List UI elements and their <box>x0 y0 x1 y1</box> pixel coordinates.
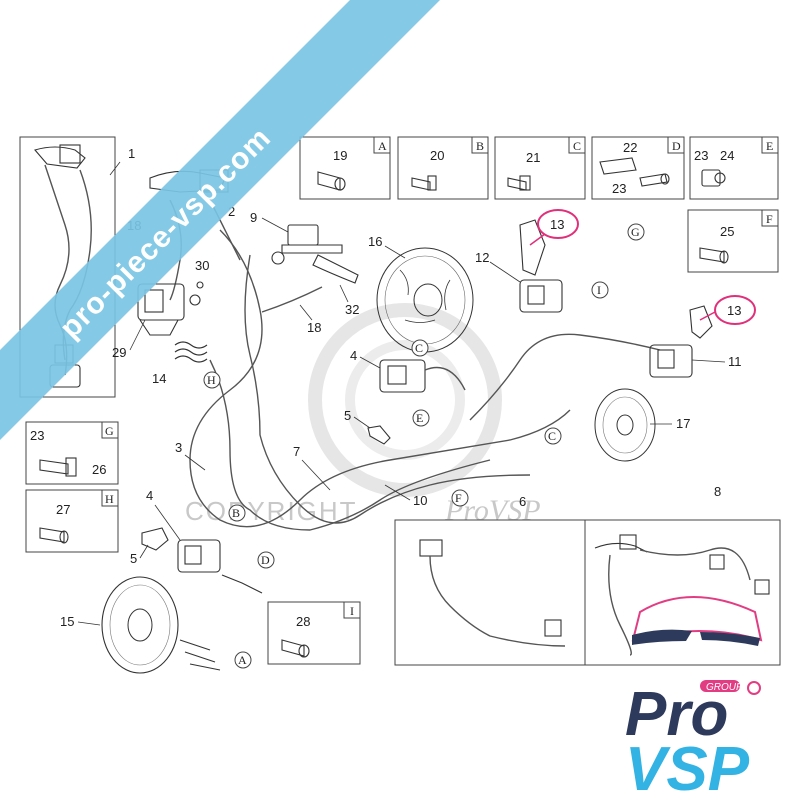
box-c: C 21 <box>494 136 586 200</box>
disc-17 <box>594 388 656 462</box>
part-22-label: 22 <box>623 140 637 155</box>
callout-letter-g: G <box>631 225 640 239</box>
callout-3: 3 <box>175 440 182 455</box>
part-23-label-e: 23 <box>694 148 708 163</box>
callout-5-upper: 5 <box>344 408 351 423</box>
callout-5-lower: 5 <box>130 551 137 566</box>
part-27-label: 27 <box>56 502 70 517</box>
part-19-label: 19 <box>333 148 347 163</box>
part-24-label: 24 <box>720 148 734 163</box>
callout-13-top: 13 <box>550 217 564 232</box>
bracket-5-upper <box>367 425 391 445</box>
caliper-12 <box>519 219 563 313</box>
callout-7: 7 <box>293 444 300 459</box>
callout-17: 17 <box>676 416 690 431</box>
box-g-letter: G <box>105 424 114 438</box>
callout-letter-f: F <box>455 491 462 505</box>
callout-letter-h: H <box>207 373 216 387</box>
callout-8: 8 <box>714 484 721 499</box>
box-f: F 25 <box>687 209 779 273</box>
box-c-letter: C <box>573 139 581 153</box>
number-callouts: 1 2 3 4 4 5 5 6 7 8 9 10 11 12 14 15 16 … <box>60 146 742 629</box>
callout-32: 32 <box>345 302 359 317</box>
bracket-5-lower <box>141 527 169 551</box>
box-i: I 28 <box>267 601 361 665</box>
caliper-4-upper <box>379 359 466 393</box>
callout-2: 2 <box>228 204 235 219</box>
box-d: D 22 23 <box>591 136 685 200</box>
box-h: H 27 <box>25 489 119 553</box>
letter-callouts: A B C C D E F G H I <box>203 223 645 669</box>
box-f-letter: F <box>766 212 773 226</box>
callout-6: 6 <box>519 494 526 509</box>
caliper-11 <box>649 305 713 378</box>
logo-pro: Pro <box>625 680 728 749</box>
watermark: COPYRIGHT ProVSP <box>185 303 541 527</box>
callout-letter-i: I <box>597 283 601 297</box>
callout-4-upper: 4 <box>350 348 357 363</box>
callout-12: 12 <box>475 250 489 265</box>
part-28-label: 28 <box>296 614 310 629</box>
box-e-letter: E <box>766 139 773 153</box>
brake-lines <box>189 229 661 531</box>
callout-letter-b: B <box>232 506 240 520</box>
part-26-label: 26 <box>92 462 106 477</box>
callout-9: 9 <box>250 210 257 225</box>
part-20-label: 20 <box>430 148 444 163</box>
assembly-6-frame <box>394 519 586 666</box>
springs-14 <box>174 341 208 363</box>
box-b: B 20 <box>397 136 489 200</box>
callout-30: 30 <box>195 258 209 273</box>
part-25-label: 25 <box>720 224 734 239</box>
callout-18-mid: 18 <box>307 320 321 335</box>
callout-letter-e: E <box>416 411 423 425</box>
callout-4-lower: 4 <box>146 488 153 503</box>
callout-11: 11 <box>728 354 742 369</box>
disc-15 <box>101 576 179 674</box>
box-g: G 23 26 <box>25 421 119 485</box>
part-21-label: 21 <box>526 150 540 165</box>
logo-group: GROUP <box>706 682 743 693</box>
provsp-logo: GROUP Pro VSP <box>625 596 763 804</box>
callout-1: 1 <box>128 146 135 161</box>
box-e: E 23 24 <box>689 136 779 200</box>
callout-letter-d: D <box>261 553 270 567</box>
master-cylinder-9 <box>271 224 359 284</box>
callout-10: 10 <box>413 493 427 508</box>
part-23-label-g: 23 <box>30 428 44 443</box>
highlight-callout-13-top: 13 <box>529 209 579 246</box>
callout-29: 29 <box>112 345 126 360</box>
callout-16: 16 <box>368 234 382 249</box>
part-23-label-d: 23 <box>612 181 626 196</box>
caliper-4-lower <box>177 539 263 594</box>
callout-13-right: 13 <box>727 303 741 318</box>
callout-15: 15 <box>60 614 74 629</box>
callout-letter-a: A <box>238 653 247 667</box>
callout-14: 14 <box>152 371 166 386</box>
bolts-a <box>179 639 221 671</box>
box-h-letter: H <box>105 492 114 506</box>
box-b-letter: B <box>476 139 484 153</box>
box-d-letter: D <box>672 139 681 153</box>
callout-letter-c-upper: C <box>415 341 423 355</box>
box-a-letter: A <box>378 139 387 153</box>
box-i-letter: I <box>350 604 354 618</box>
highlight-callout-13-right: 13 <box>699 295 756 325</box>
logo-vsp: VSP <box>625 735 750 800</box>
box-a: A 19 <box>299 136 391 200</box>
callout-letter-c-lower: C <box>548 429 556 443</box>
hose-18 <box>261 286 323 313</box>
